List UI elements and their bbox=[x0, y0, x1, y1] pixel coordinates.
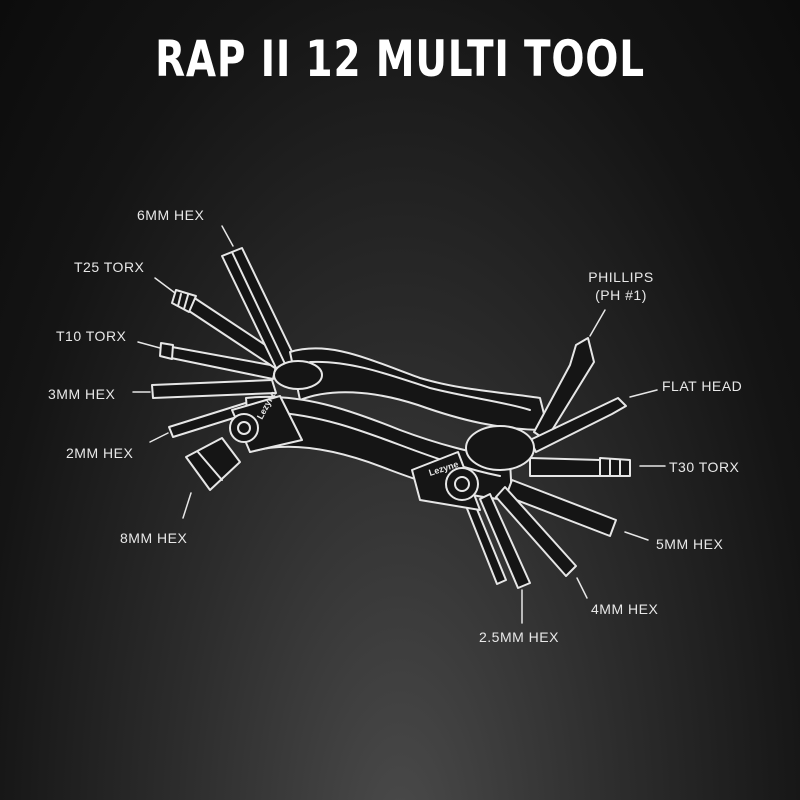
left-pivot bbox=[185, 360, 323, 491]
leader-t25 bbox=[154, 277, 176, 294]
label-t10-torx: T10 TORX bbox=[56, 328, 127, 344]
right-tools bbox=[465, 337, 631, 589]
leader-t10 bbox=[137, 341, 161, 349]
leader-phillips bbox=[589, 309, 606, 337]
tool-t30-torx bbox=[529, 457, 601, 477]
label-6mm-hex: 6MM HEX bbox=[137, 207, 205, 223]
tool-2.5mm-hex bbox=[479, 493, 531, 589]
tool-t25-tip bbox=[171, 289, 197, 313]
body-lower-inner bbox=[269, 411, 501, 477]
label-3mm-hex: 3MM HEX bbox=[48, 386, 116, 402]
right-pivot bbox=[411, 425, 535, 511]
label-2.5mm-hex: 2.5MM HEX bbox=[479, 629, 559, 645]
tool-8mm-hex bbox=[185, 437, 241, 491]
tool-3mm-hex bbox=[151, 379, 277, 399]
tool-4mm-hex bbox=[495, 486, 577, 577]
leader-5mm bbox=[624, 531, 649, 541]
label-flat-head: FLAT HEAD bbox=[662, 378, 743, 394]
left-tools bbox=[151, 247, 297, 438]
label-4mm-hex: 4MM HEX bbox=[591, 601, 659, 617]
leader-lines bbox=[132, 225, 666, 624]
body-upper-inner bbox=[309, 360, 531, 411]
leader-6mm bbox=[221, 225, 234, 247]
label-8mm-hex: 8MM HEX bbox=[120, 530, 188, 546]
tool-t10-tip bbox=[159, 342, 174, 360]
label-phillips-line2: (PH #1) bbox=[595, 287, 647, 303]
leader-flat bbox=[629, 389, 658, 398]
page-title: RAP II 12 MULTI TOOL bbox=[155, 30, 645, 88]
leader-4mm bbox=[576, 577, 588, 599]
label-phillips: PHILLIPS (PH #1) bbox=[586, 268, 656, 304]
label-5mm-hex: 5MM HEX bbox=[656, 536, 724, 552]
label-phillips-line1: PHILLIPS bbox=[588, 269, 654, 285]
leader-8mm bbox=[182, 492, 192, 519]
label-t30-torx: T30 TORX bbox=[669, 459, 740, 475]
label-t25-torx: T25 TORX bbox=[74, 259, 145, 275]
tool-flat-head bbox=[529, 397, 627, 453]
tool-t30-tip bbox=[599, 457, 631, 477]
leader-2mm bbox=[149, 432, 169, 443]
label-2mm-hex: 2MM HEX bbox=[66, 445, 134, 461]
